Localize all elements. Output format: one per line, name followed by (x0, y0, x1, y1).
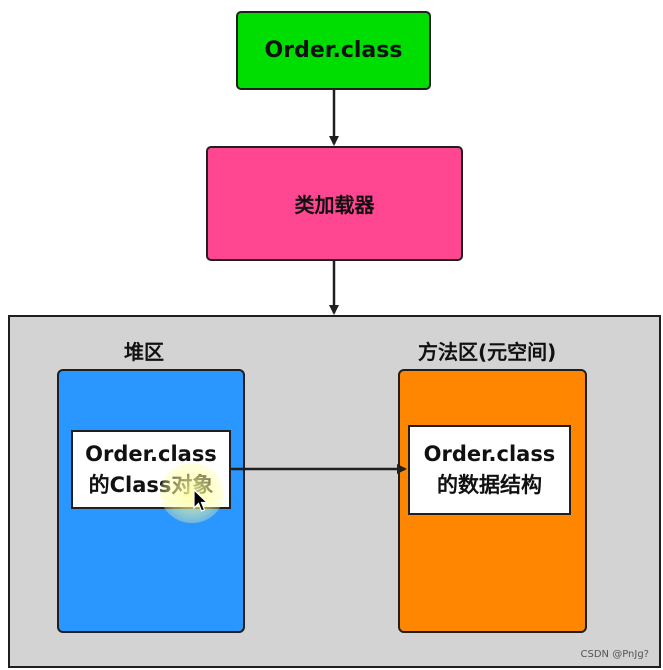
watermark: CSDN @PnJg? (580, 649, 650, 660)
heap-label: 堆区 (124, 340, 164, 364)
data-structure-line2: 的数据结构 (437, 473, 542, 497)
class-object-line1: Order.class (85, 441, 217, 466)
class-loader-node: 类加载器 (206, 146, 463, 261)
mouse-pointer-icon (193, 489, 209, 512)
cursor-highlight (160, 463, 224, 523)
order-class-node: Order.class (236, 11, 431, 90)
class-data-structure-node: Order.class 的数据结构 (408, 425, 571, 515)
method-area-label: 方法区(元空间) (418, 340, 557, 364)
data-structure-line1: Order.class (423, 442, 556, 466)
